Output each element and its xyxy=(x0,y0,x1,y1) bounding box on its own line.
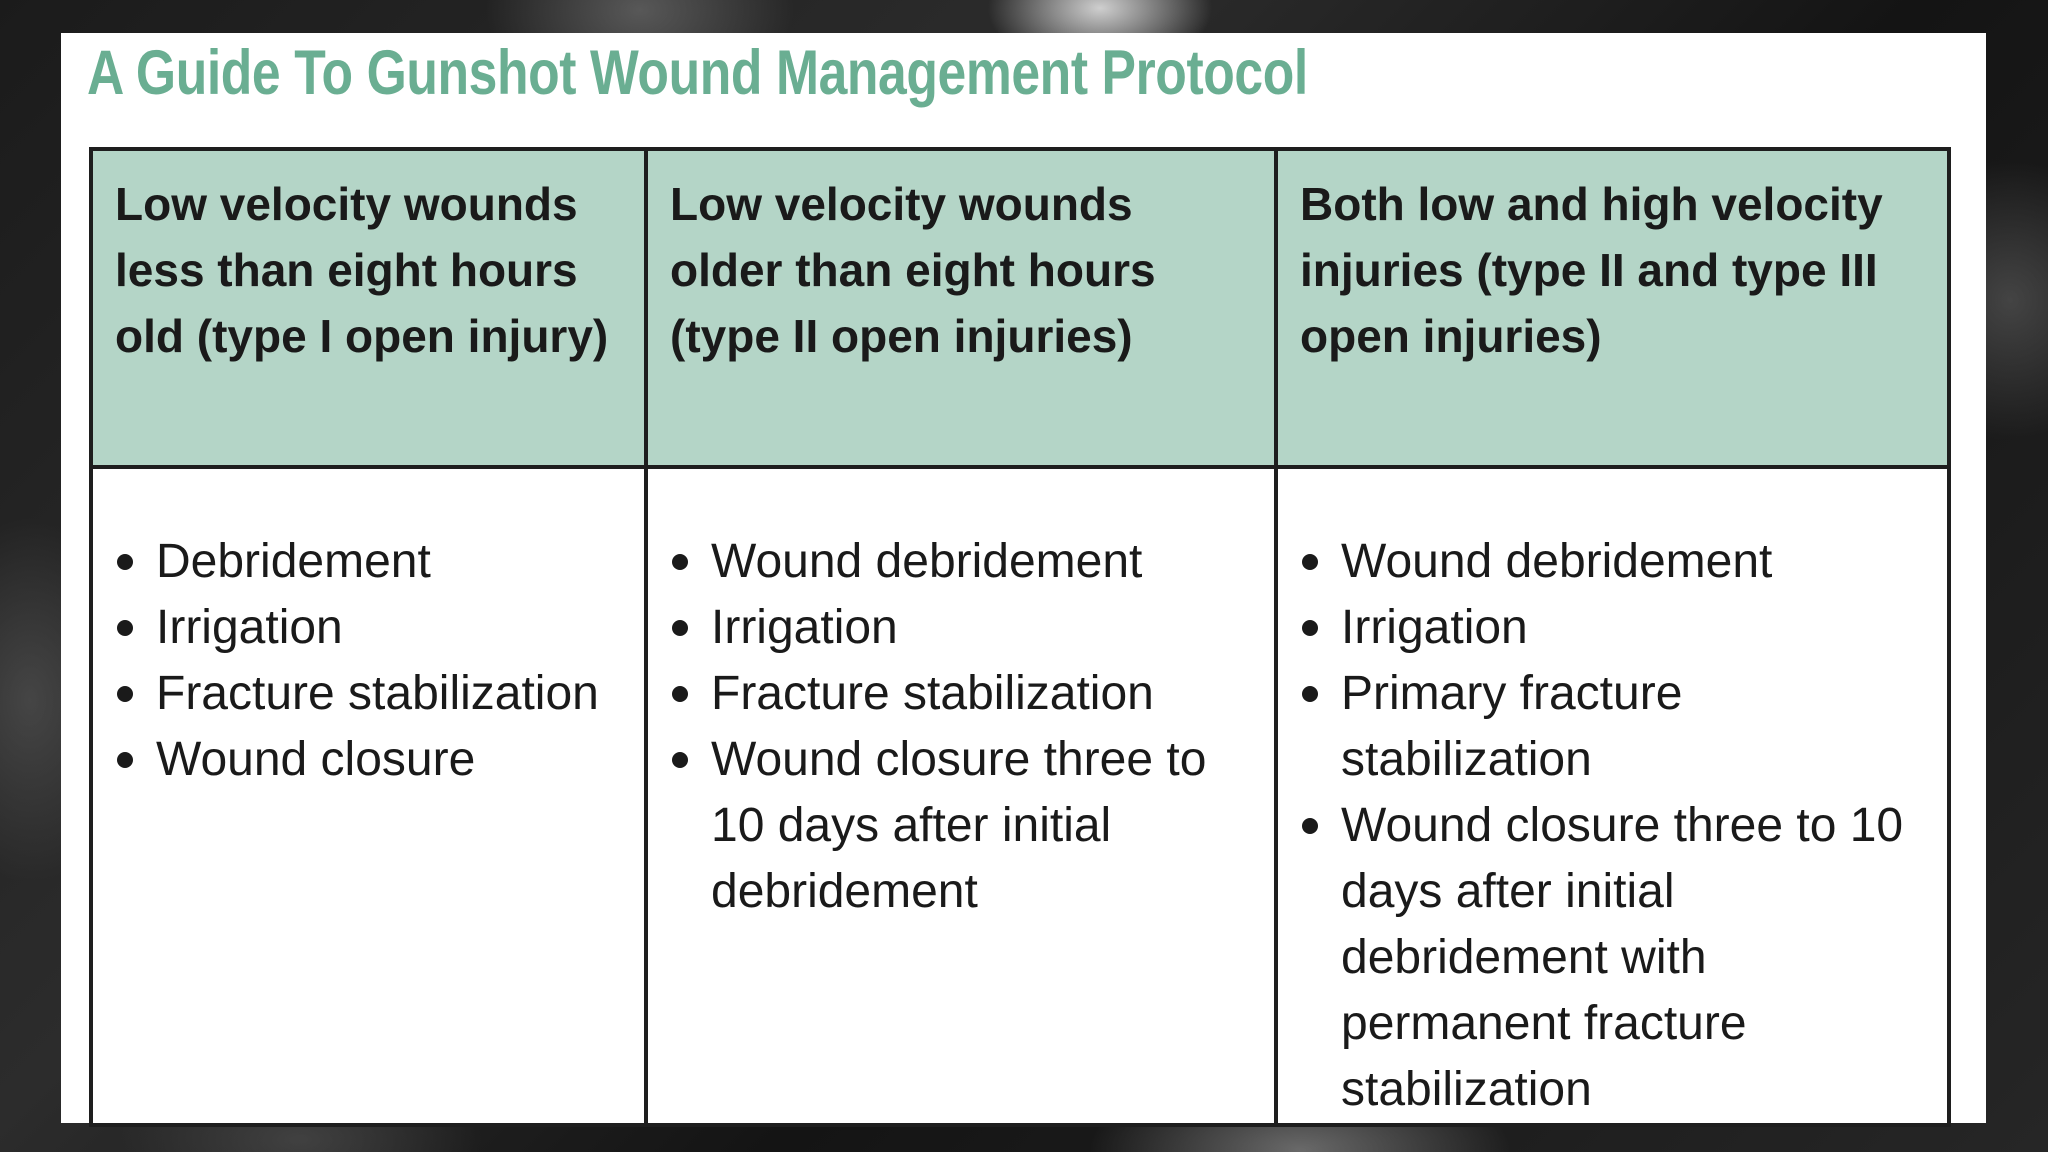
step-text: Irrigation xyxy=(1341,601,1528,654)
bullet-icon xyxy=(672,686,688,702)
bullet-icon xyxy=(117,554,133,570)
step-text: Wound closure xyxy=(156,733,476,786)
table-header-row: Low velocity wounds less than eight hour… xyxy=(89,147,1951,469)
list-item: Irrigation xyxy=(1300,595,1933,661)
list-item: Debridement xyxy=(115,529,630,595)
table-body-row: Debridement Irrigation Fracture stabiliz… xyxy=(89,465,1951,1127)
bullet-icon xyxy=(672,620,688,636)
steps-list-type-1: Debridement Irrigation Fracture stabiliz… xyxy=(115,529,630,793)
bullet-icon xyxy=(117,620,133,636)
list-item: Fracture stabilization xyxy=(670,661,1260,727)
step-text: Irrigation xyxy=(156,601,343,654)
steps-cell-type-1: Debridement Irrigation Fracture stabiliz… xyxy=(89,465,648,1127)
steps-cell-type-2-3: Wound debridement Irrigation Primary fra… xyxy=(1274,465,1951,1127)
bullet-icon xyxy=(1302,554,1318,570)
page-title: A Guide To Gunshot Wound Management Prot… xyxy=(87,38,1308,108)
steps-list-type-2-3: Wound debridement Irrigation Primary fra… xyxy=(1300,529,1933,1123)
step-text: Fracture stabilization xyxy=(711,667,1154,720)
list-item: Wound closure three to 10 days after ini… xyxy=(1300,793,1933,1123)
list-item: Wound closure xyxy=(115,727,630,793)
steps-list-type-2: Wound debridement Irrigation Fracture st… xyxy=(670,529,1260,925)
step-text: Wound debridement xyxy=(711,535,1143,588)
steps-cell-type-2: Wound debridement Irrigation Fracture st… xyxy=(644,465,1278,1127)
bullet-icon xyxy=(672,752,688,768)
list-item: Wound debridement xyxy=(1300,529,1933,595)
step-text: Primary fracture stabilization xyxy=(1341,667,1683,786)
bullet-icon xyxy=(117,686,133,702)
step-text: Fracture stabilization xyxy=(156,667,599,720)
header-type-1: Low velocity wounds less than eight hour… xyxy=(89,147,648,469)
header-type-2-3: Both low and high velocity injuries (typ… xyxy=(1274,147,1951,469)
list-item: Fracture stabilization xyxy=(115,661,630,727)
list-item: Primary fracture stabilization xyxy=(1300,661,1933,793)
step-text: Wound closure three to 10 days after ini… xyxy=(711,733,1207,918)
infographic-panel: A Guide To Gunshot Wound Management Prot… xyxy=(61,33,1986,1127)
list-item: Wound closure three to 10 days after ini… xyxy=(670,727,1260,925)
step-text: Wound closure three to 10 days after ini… xyxy=(1341,799,1904,1116)
step-text: Irrigation xyxy=(711,601,898,654)
bullet-icon xyxy=(1302,818,1318,834)
step-text: Debridement xyxy=(156,535,431,588)
bullet-icon xyxy=(672,554,688,570)
bullet-icon xyxy=(1302,620,1318,636)
header-type-2: Low velocity wounds older than eight hou… xyxy=(644,147,1278,469)
bullet-icon xyxy=(1302,686,1318,702)
list-item: Irrigation xyxy=(670,595,1260,661)
bullet-icon xyxy=(117,752,133,768)
list-item: Wound debridement xyxy=(670,529,1260,595)
list-item: Irrigation xyxy=(115,595,630,661)
step-text: Wound debridement xyxy=(1341,535,1773,588)
protocol-table: Low velocity wounds less than eight hour… xyxy=(89,147,1951,1127)
